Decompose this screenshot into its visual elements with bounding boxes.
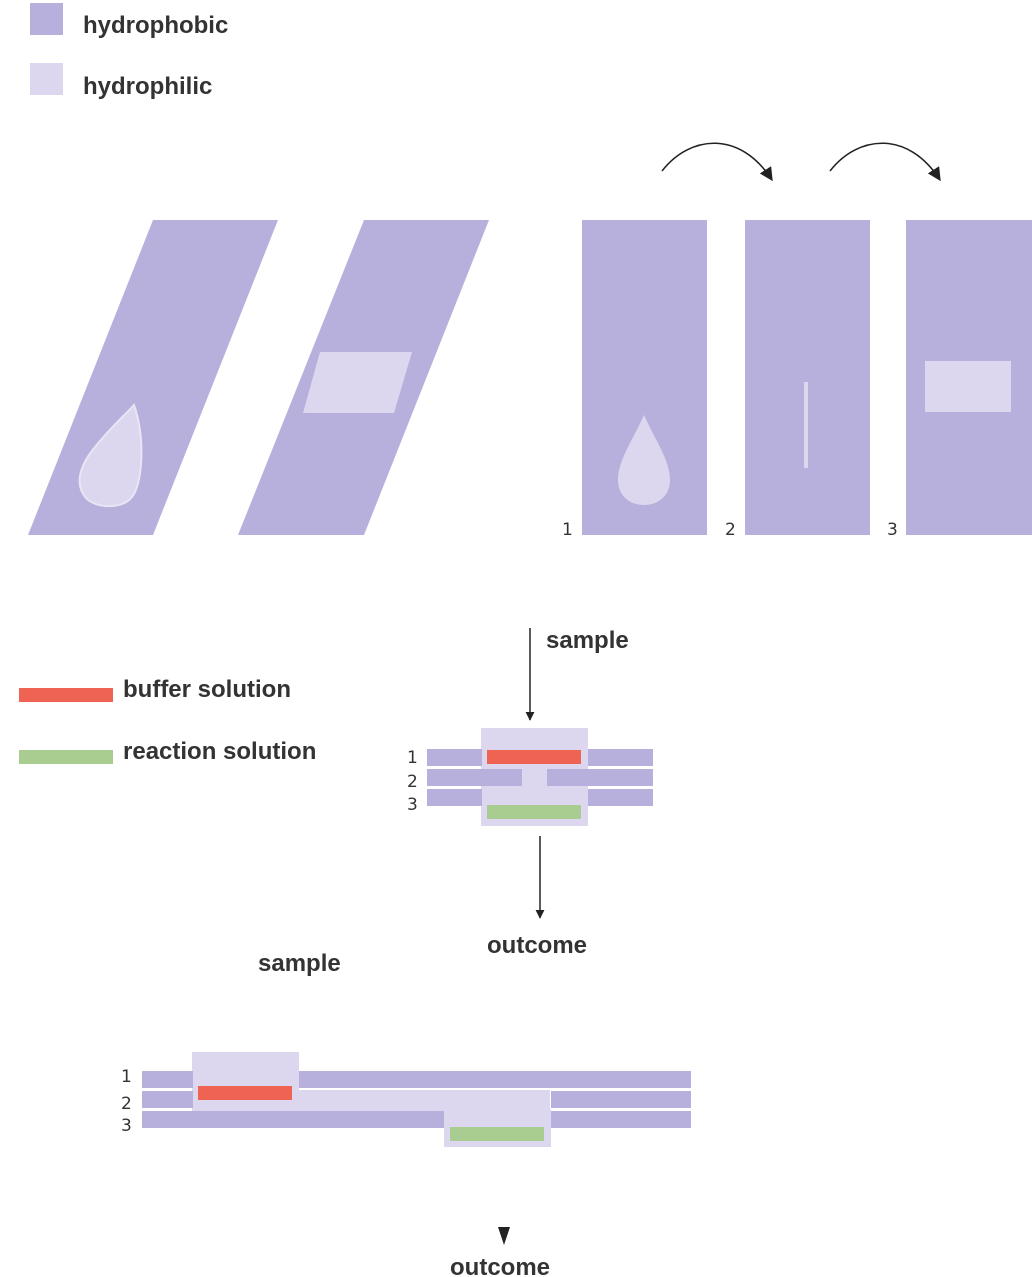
legend-label-reaction: reaction solution — [123, 738, 316, 765]
legend-materials: hydrophobic hydrophilic — [30, 3, 228, 100]
layer-number-1: 1 — [121, 1067, 132, 1087]
slanted-strip-with-drop — [28, 220, 278, 535]
outcome-label: outcome — [450, 1254, 550, 1277]
panel-3: 3 — [887, 220, 1032, 540]
buffer-pad — [198, 1086, 292, 1100]
reaction-pad — [450, 1127, 544, 1141]
layer-number-2: 2 — [121, 1094, 132, 1114]
sample-label: sample — [546, 627, 629, 654]
layer-number-3: 3 — [407, 795, 418, 815]
stack-vertical-flow: sample 1 2 3 outcome — [407, 627, 653, 959]
buffer-pad — [487, 750, 581, 764]
legend-label-hydrophobic: hydrophobic — [83, 12, 228, 39]
layer-number-1: 1 — [407, 748, 418, 768]
layer-1 — [427, 749, 482, 766]
layer-1 — [299, 1071, 691, 1088]
fold-arrow-icon — [829, 142, 941, 182]
legend-swatch-buffer — [19, 688, 113, 702]
legend-swatch-hydrophilic — [30, 63, 63, 95]
drop-icon — [78, 403, 143, 508]
panel-number-1: 1 — [562, 520, 573, 540]
layer-2 — [142, 1091, 193, 1108]
layer-3 — [142, 1111, 444, 1128]
layer-3 — [427, 789, 482, 806]
hydrophilic-pad — [303, 352, 412, 413]
sample-label: sample — [258, 950, 341, 977]
layer-number-2: 2 — [407, 772, 418, 792]
legend-label-buffer: buffer solution — [123, 676, 291, 703]
layer-2 — [427, 769, 522, 786]
panel-1: 1 — [562, 220, 707, 540]
layer-number-3: 3 — [121, 1116, 132, 1136]
outcome-label: outcome — [487, 932, 587, 959]
panel-number-3: 3 — [887, 520, 898, 540]
panel-number-2: 2 — [725, 520, 736, 540]
panel-2: 2 — [725, 220, 870, 540]
layer-3 — [588, 789, 653, 806]
fold-arrow-icon — [661, 142, 773, 182]
layer-2 — [551, 1091, 691, 1108]
drop-icon — [618, 415, 670, 505]
outcome-arrow-icon — [498, 1227, 510, 1245]
layer-2 — [547, 769, 653, 786]
layer-1 — [142, 1071, 193, 1088]
layer-1 — [588, 749, 653, 766]
stack-lateral-flow: sample 1 2 3 outcome — [121, 950, 691, 1277]
legend-solutions: buffer solution reaction solution — [19, 676, 316, 765]
slanted-strip-with-pad — [238, 220, 489, 535]
layer-3 — [551, 1111, 691, 1128]
reaction-pad — [487, 805, 581, 819]
legend-swatch-hydrophobic — [30, 3, 63, 35]
legend-swatch-reaction — [19, 750, 113, 764]
hydrophilic-channel — [804, 382, 808, 468]
hydrophilic-pad — [925, 361, 1011, 412]
legend-label-hydrophilic: hydrophilic — [83, 73, 212, 100]
